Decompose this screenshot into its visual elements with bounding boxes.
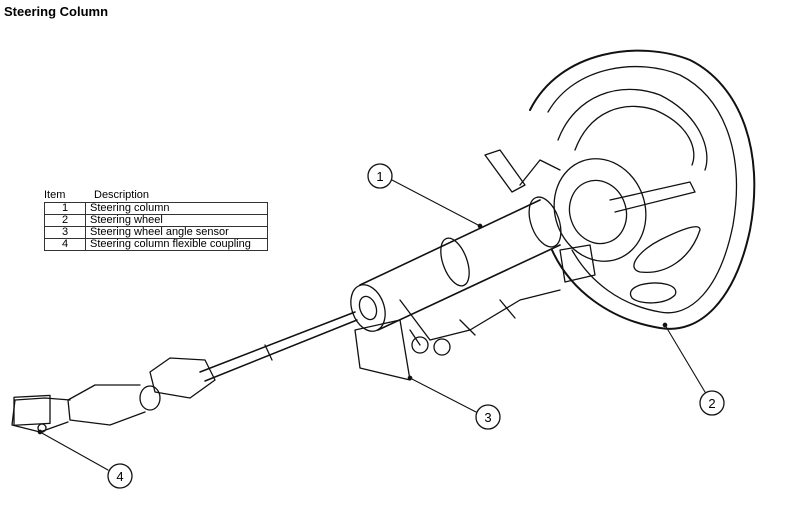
svg-text:2: 2 xyxy=(708,396,715,411)
svg-text:1: 1 xyxy=(376,169,383,184)
callout-2: 2 xyxy=(699,390,725,416)
callout-1: 1 xyxy=(367,163,393,189)
callout-leaders xyxy=(37,179,706,471)
svg-text:4: 4 xyxy=(116,469,123,484)
flexible-coupling-drawing xyxy=(11,311,358,433)
steering-wheel-drawing xyxy=(484,49,756,330)
legend-header-item: Item xyxy=(44,189,66,201)
svg-text:3: 3 xyxy=(484,410,491,425)
item-description: Steering column flexible coupling xyxy=(85,238,268,251)
callout-4: 4 xyxy=(107,463,133,489)
item-number: 4 xyxy=(44,238,86,251)
legend-header-description: Description xyxy=(94,189,150,201)
steering-column-drawing xyxy=(350,196,562,381)
callout-3: 3 xyxy=(475,404,501,430)
page-title: Steering Column xyxy=(4,4,109,19)
